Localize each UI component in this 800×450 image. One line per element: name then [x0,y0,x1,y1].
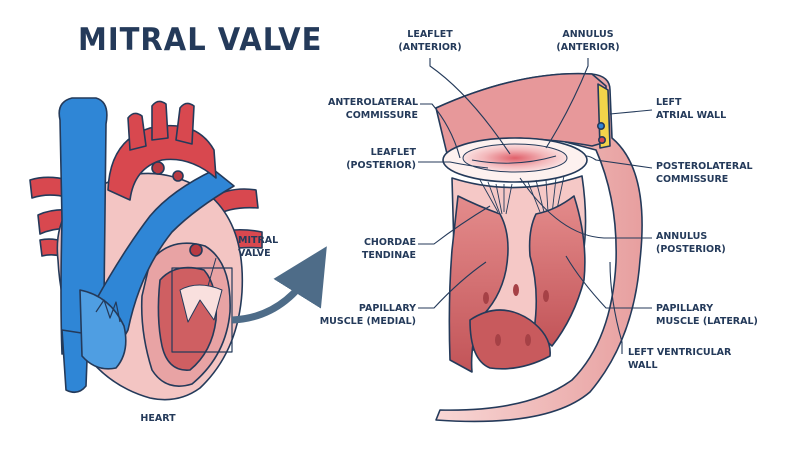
label-papillary-muscle-lateral-line2: MUSCLE (LATERAL) [656,316,758,327]
mitral-valve-sketch [179,284,223,323]
pulmonary-trunk [95,169,235,347]
trabeculae [469,309,551,370]
label-papillary-muscle-medial: PAPILLARY MUSCLE (MEDIAL) [306,302,416,328]
label-chordae-tendinae: CHORDAE TENDINAE [330,236,416,262]
papillary-muscle-lateral [528,195,586,347]
label-left-atrial-wall: LEFT ATRIAL WALL [656,96,726,122]
label-left-atrial-wall-line2: ATRIAL WALL [656,110,727,121]
label-annulus-anterior: ANNULUS (ANTERIOR) [546,28,630,54]
right-atrium [79,289,127,370]
heart-illustration [29,97,263,401]
label-mitral-valve-line1: MITRAL [238,235,279,246]
leaflet-coaptation-line [471,155,557,164]
label-anterolateral-commissure: ANTEROLATERAL COMMISSURE [310,96,418,122]
tricuspid-valve [95,299,121,323]
label-leaflet-posterior: LEAFLET (POSTERIOR) [310,146,416,172]
label-mitral-valve: MITRAL VALVE [238,234,278,260]
label-leaflet-anterior-line1: LEAFLET [407,29,453,40]
mitral-leaflets [462,143,568,173]
label-heart: HEART [140,413,176,424]
label-anterolateral-commissure-line2: COMMISSURE [345,110,418,121]
label-papillary-muscle-lateral-line1: PAPILLARY [656,303,714,314]
label-posterolateral-commissure-line1: POSTEROLATERAL [656,161,753,172]
label-anterolateral-commissure-line1: ANTEROLATERAL [327,97,418,108]
aorta-branch-1 [127,112,147,151]
label-annulus-anterior-line1: ANNULUS [562,29,614,40]
label-papillary-muscle-lateral: PAPILLARY MUSCLE (LATERAL) [656,302,758,328]
zoom-arrow [231,246,327,324]
label-annulus-posterior: ANNULUS (POSTERIOR) [656,230,726,256]
label-leaflet-anterior-line2: (ANTERIOR) [398,42,462,53]
label-left-ventricular-wall-line2: WALL [628,360,658,371]
page-title: MITRAL VALVE [78,20,323,58]
label-leaflet-posterior-line2: (POSTERIOR) [346,160,416,171]
label-chordae-tendinae-line2: TENDINAE [361,250,416,261]
valve-detail-illustration [435,72,643,423]
label-annulus-posterior-line1: ANNULUS [656,231,708,242]
label-leaflet-posterior-line1: LEAFLET [370,147,416,158]
label-annulus-posterior-line2: (POSTERIOR) [656,244,726,255]
label-papillary-muscle-medial-line1: PAPILLARY [358,303,416,314]
label-posterolateral-commissure-line2: COMMISSURE [656,174,729,185]
mitral-valve-zoom-box [171,267,233,353]
label-leaflet-anterior: LEAFLET (ANTERIOR) [388,28,472,54]
aorta-branch-2 [151,100,169,141]
label-left-ventricular-wall: LEFT VENTRICULAR WALL [628,346,731,372]
label-papillary-muscle-medial-line2: MUSCLE (MEDIAL) [319,316,416,327]
label-left-atrial-wall-line1: LEFT [656,97,682,108]
label-leaders [418,58,653,354]
aorta-branch-3 [175,102,195,145]
label-left-ventricular-wall-line1: LEFT VENTRICULAR [628,347,732,358]
label-posterolateral-commissure: POSTEROLATERAL COMMISSURE [656,160,753,186]
label-annulus-anterior-line2: (ANTERIOR) [556,42,620,53]
label-mitral-valve-line2: VALVE [238,248,271,259]
label-chordae-tendinae-line1: CHORDAE [363,237,416,248]
trabeculae-drops [483,284,549,346]
